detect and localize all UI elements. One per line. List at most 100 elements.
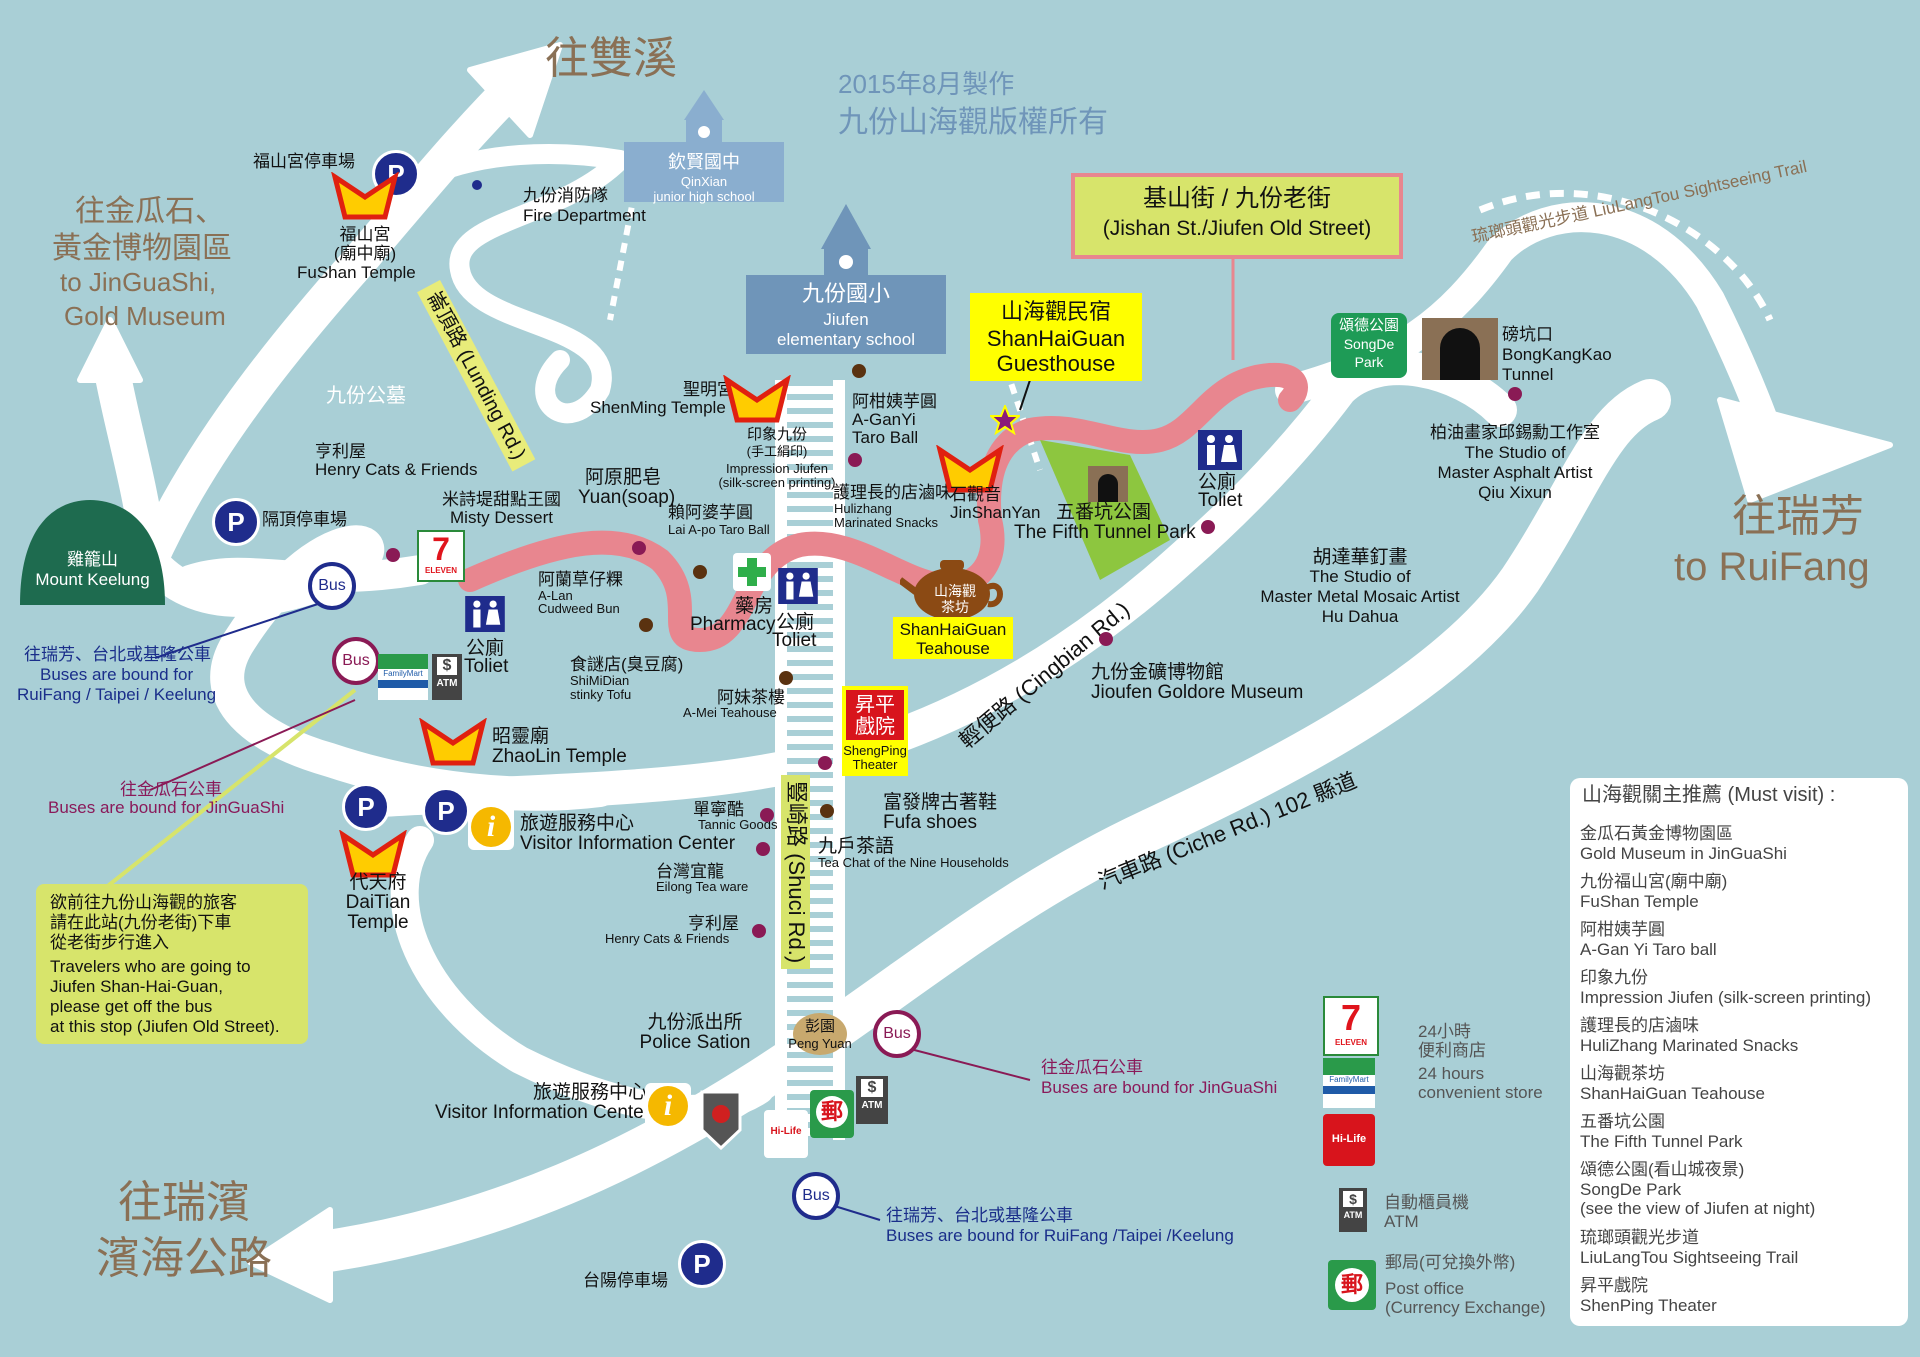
liulangtou-trail: [1478, 189, 1774, 322]
nine-households-marker: [820, 804, 834, 818]
post-office-symbol-1: 郵: [816, 1096, 848, 1128]
visitor-info-icon-lower: i: [645, 1083, 691, 1129]
fifth-tunnel-park-area: [1040, 440, 1170, 580]
must-visit-title: 山海觀關主推薦 (Must visit) :: [1582, 784, 1836, 806]
aganyi-zh: 阿柑姨芋圓: [852, 392, 937, 411]
henry-cats-zh: 亨利屋: [315, 442, 366, 461]
hu-studio-marker: [1201, 520, 1215, 534]
toilet-icon-left: [465, 596, 505, 632]
fire-department-zh: 九份消防隊: [523, 186, 608, 205]
teahouse-zh1: 山海觀: [934, 583, 976, 599]
key-atm-text: ATM: [1343, 1210, 1363, 1220]
must-visit-item-en: ShenPing Theater: [1580, 1295, 1717, 1315]
alan-en2: Cudweed Bun: [538, 601, 620, 616]
hu-studio-en1: The Studio of: [1309, 567, 1411, 586]
jiufen-school-building: [746, 204, 946, 354]
teahouse-en1: ShanHaiGuan: [899, 620, 1007, 639]
visitor-center-mid-zh: 旅遊服務中心: [520, 813, 635, 834]
shengping-box: [842, 686, 908, 776]
aganyi-en1: A-GanYi: [852, 410, 916, 429]
visitor-center-lower-zh: 旅遊服務中心: [533, 1082, 648, 1103]
bus-stop-jinguashi-1: Bus: [332, 637, 380, 685]
must-visit-item-en: The Fifth Tunnel Park: [1580, 1131, 1743, 1151]
alan-zh: 阿蘭草仔粿: [538, 570, 623, 589]
road-lunding: [410, 144, 630, 424]
must-visit-item-zh: 昇平戲院: [1580, 1276, 1648, 1295]
pengyuan-icon: [793, 1013, 847, 1055]
atm-text-2: ATM: [861, 1100, 883, 1111]
daitian-en1: DaiTian: [345, 892, 411, 913]
notice-zh2: 請在此站(九份老街)下車: [50, 913, 232, 932]
mount-keelung-en: Mount Keelung: [35, 570, 150, 589]
mount-keelung-shape: [20, 500, 165, 605]
jiufen-school-en2: elementary school: [777, 330, 915, 349]
cemetery-label: 九份公墓: [326, 385, 406, 407]
notice-en3: please get off the bus: [50, 997, 213, 1016]
tannic-en: Tannic Goods: [698, 817, 778, 832]
gold-museum-en: Jioufen Goldore Museum: [1091, 682, 1304, 703]
fushan-parking-label: 福山宮停車場: [253, 152, 355, 171]
jinshanyan-en: JinShanYan: [950, 503, 1041, 522]
bus-jinguashi-2-zh: 往金瓜石公車: [1041, 1058, 1143, 1077]
yangding-parking-icon: P: [212, 498, 260, 546]
toilet-icon-right: [1198, 430, 1242, 470]
post-office-icon-1: 郵: [810, 1090, 854, 1138]
key-store-en1: 24 hours: [1418, 1064, 1485, 1083]
bus-ruifang-2-en: Buses are bound for RuiFang /Taipei /Kee…: [886, 1226, 1234, 1245]
fire-department-marker: [472, 180, 482, 190]
parking-icon-mid: P: [422, 787, 470, 835]
fufa-marker: [818, 756, 832, 770]
hilife-logo-1: Hi-Life: [770, 1126, 802, 1137]
bongkangkao-en2: Tunnel: [1502, 365, 1554, 384]
notice-zh1: 欲前往九份山海觀的旅客: [50, 893, 237, 912]
seven-eleven-logo: 7: [432, 531, 450, 567]
direction-ruifang-en: to RuiFang: [1674, 545, 1870, 589]
shenming-zh: 聖明宮: [683, 380, 734, 399]
visitor-info-icon-mid: i: [468, 804, 514, 850]
fifth-tunnel-zh: 五番坑公園: [1056, 502, 1152, 523]
must-visit-item-en: ShanHaiGuan Teahouse: [1580, 1083, 1765, 1103]
must-visit-item-zh: 阿柑姨芋圓: [1580, 920, 1665, 939]
impression-zh1: 印象九份: [746, 426, 807, 443]
jishan-street-box: [1071, 173, 1403, 259]
misty-zh: 米詩堤甜點王國: [442, 490, 561, 509]
gold-museum-marker: [1099, 632, 1113, 646]
direction-shuangxi: 往雙溪: [545, 34, 677, 83]
atm-text-1: ATM: [436, 678, 458, 689]
notice-zh3: 從老街步行進入: [50, 933, 169, 952]
toilet-middle-en: Toliet: [772, 630, 817, 651]
key-seven-eleven-logo-text: ELEVEN: [1334, 1038, 1367, 1047]
yangding-parking-label: 隔頂停車場: [262, 510, 347, 529]
henry-cats-2-zh: 亨利屋: [688, 914, 739, 933]
pengyuan-en: Peng Yuan: [788, 1036, 852, 1051]
visitor-center-lower-en: Visitor Information Center: [435, 1102, 651, 1123]
yuan-soap-zh: 阿原肥皂: [585, 467, 662, 488]
police-zh: 九份派出所: [647, 1012, 743, 1033]
songde-en2: Park: [1354, 354, 1384, 370]
guesthouse-star-icon: [990, 405, 1020, 435]
toilet-icon-middle: [778, 568, 818, 604]
toilet-right-en: Toliet: [1198, 490, 1243, 511]
seven-eleven-logo-text: ELEVEN: [424, 566, 457, 575]
shengping-zh1: 昇平: [855, 694, 895, 716]
key-atm-icon: $ ATM: [1339, 1188, 1367, 1232]
shimidian-zh: 食謎店(臭豆腐): [570, 655, 684, 674]
familymart-store-1: FamilyMart: [378, 654, 428, 700]
direction-ruibin-zh2: 濱海公路: [96, 1234, 272, 1283]
arrow-to-ruifang: [1717, 397, 1893, 503]
made-date-text: 2015年8月製作: [838, 69, 1015, 99]
key-hilife-logo: Hi-Life: [1331, 1133, 1367, 1145]
must-visit-item-en2: (see the view of Jiufen at night): [1580, 1199, 1816, 1219]
alan-en1: A-Lan: [538, 588, 573, 603]
police-en: Police Sation: [639, 1032, 751, 1053]
impression-en1: Impression Jiufen: [726, 461, 828, 476]
key-hilife-icon: Hi-Life: [1323, 1114, 1375, 1166]
key-store-zh1: 24小時: [1418, 1022, 1471, 1041]
shenming-temple-icon: [723, 375, 791, 423]
atm-icon-2: $ ATM: [856, 1076, 888, 1124]
fushan-temple-zh: 福山宮: [339, 225, 391, 244]
teahouse-label-box: [893, 617, 1013, 659]
key-familymart-logo: FamilyMart: [1329, 1075, 1369, 1084]
